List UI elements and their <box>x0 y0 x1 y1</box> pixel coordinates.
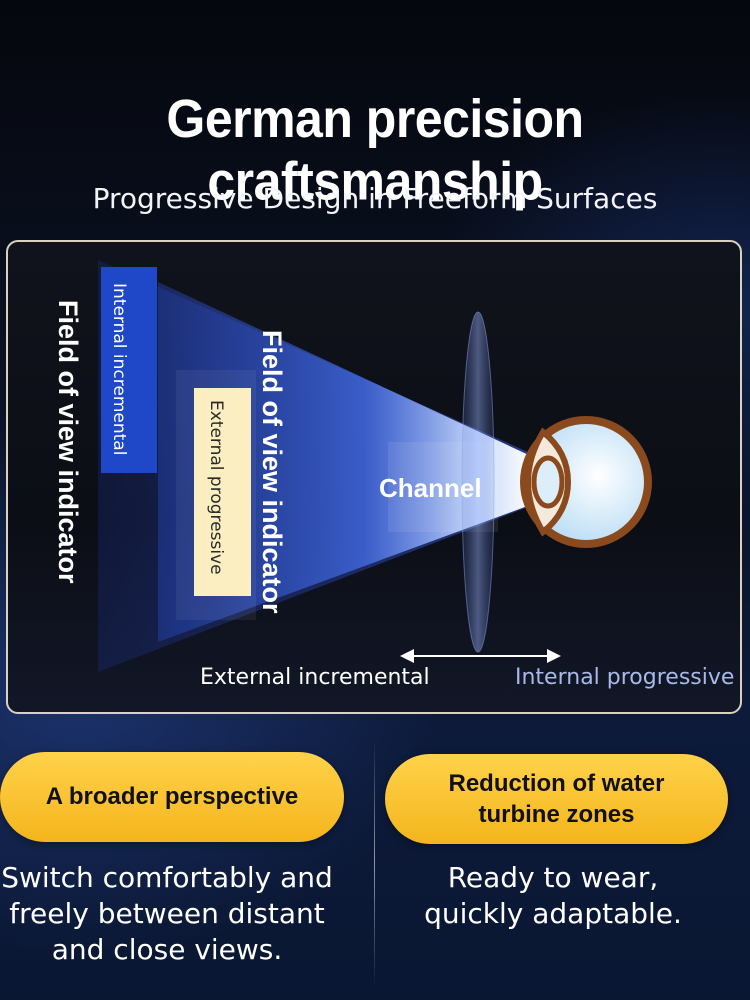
external-progressive-label-box: External progressive <box>194 388 251 596</box>
page-title: German precision craftsmanship <box>166 88 584 212</box>
page-subtitle: Progressive Design in Freeform Surfaces <box>92 182 658 215</box>
internal-incremental-label: Internal incremental <box>109 283 129 456</box>
lens-icon <box>461 311 495 653</box>
external-incremental-label: External incremental <box>200 665 430 690</box>
field-of-view-label-left: Field of view indicator <box>53 300 83 584</box>
field-of-view-label-right: Field of view indicator <box>257 330 287 614</box>
main-beam <box>158 282 533 642</box>
channel-label: Channel <box>379 473 482 503</box>
feature-badge-broader-perspective: A broader perspective <box>0 752 344 842</box>
eye-icon <box>520 416 652 548</box>
external-progressive-label: External progressive <box>206 400 226 575</box>
double-arrow-icon <box>400 649 561 663</box>
feature-description-right: Ready to wear, quickly adaptable. <box>424 861 682 930</box>
feature-description-left: Switch comfortably and freely between di… <box>1 861 333 966</box>
internal-progressive-label: Internal progressive <box>515 665 735 690</box>
feature-badge-reduction-zones: Reduction of water turbine zones <box>385 754 728 844</box>
column-divider <box>374 738 375 988</box>
lens-diagram-panel: Internal incremental Field of view indic… <box>6 240 742 714</box>
internal-incremental-label-box: Internal incremental <box>101 267 157 473</box>
